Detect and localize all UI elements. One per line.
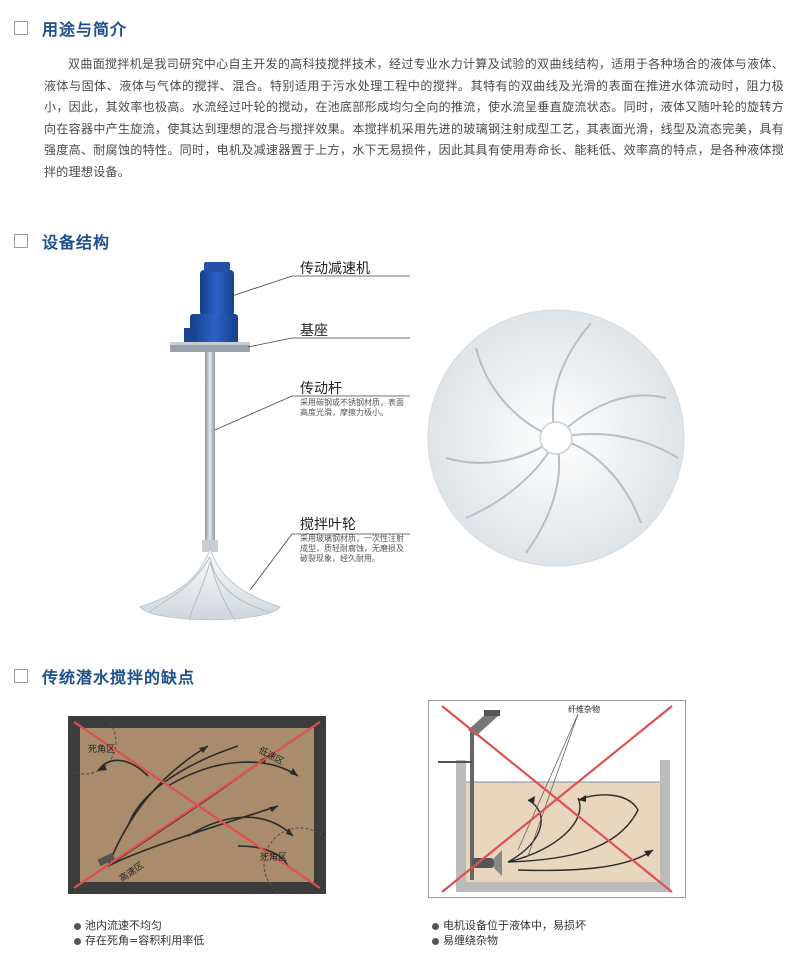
- impeller-top-view: [427, 309, 685, 567]
- label-impeller: 搅拌叶轮: [300, 517, 356, 533]
- tank-side-view-diagram: 纤维杂物: [428, 700, 686, 898]
- label-dead-zone-2: 死角区: [260, 851, 287, 863]
- list-item: 池内流速不均匀: [74, 918, 204, 933]
- note-impeller: 采用玻璃钢材质，一次性注射成型，质轻耐腐蚀，无磨损及破裂现象，经久耐用。: [300, 534, 404, 563]
- base-plate: [170, 344, 250, 352]
- bullet-icon: [74, 922, 81, 930]
- section-title: 设备结构: [42, 233, 111, 252]
- checkbox-icon: [14, 234, 28, 248]
- drawbacks-left-list: 池内流速不均匀 存在死角=容积利用率低: [74, 918, 204, 948]
- section-header-structure: 设备结构: [14, 229, 110, 253]
- label-fiber-debris: 纤维杂物: [568, 704, 600, 714]
- drawbacks-right-list: 电机设备位于液体中，易损坏 易缠绕杂物: [432, 918, 586, 948]
- list-item: 易缠绕杂物: [432, 933, 586, 948]
- checkbox-icon: [14, 21, 28, 35]
- tank-top-view-diagram: 死角区 低速区 高速区 死角区: [68, 716, 326, 894]
- section-header-intro: 用途与简介: [14, 16, 127, 40]
- bullet-icon: [74, 937, 81, 945]
- bullet-icon: [432, 922, 439, 930]
- label-gear-motor: 传动减速机: [300, 261, 370, 277]
- section-title: 用途与简介: [42, 20, 128, 39]
- section-header-drawbacks: 传统潜水搅拌的缺点: [14, 664, 195, 688]
- section-title: 传统潜水搅拌的缺点: [42, 668, 196, 687]
- gear-motor: [200, 270, 234, 316]
- list-item: 电机设备位于液体中，易损坏: [432, 918, 586, 933]
- bullet-icon: [432, 937, 439, 945]
- label-dead-zone-1: 死角区: [88, 743, 115, 755]
- label-base: 基座: [300, 323, 328, 339]
- checkbox-icon: [14, 669, 28, 683]
- drive-shaft: [205, 352, 215, 542]
- list-item: 存在死角=容积利用率低: [74, 933, 204, 948]
- mixer-illustration: [139, 262, 410, 621]
- label-shaft: 传动杆: [300, 381, 342, 397]
- impeller: [139, 546, 281, 621]
- intro-paragraph: 双曲面搅拌机是我司研究中心自主开发的高科技搅拌技术，经过专业水力计算及试验的双曲…: [44, 57, 784, 179]
- note-shaft: 采用碳钢或不锈钢材质，表面高度光滑，摩擦力极小。: [300, 398, 404, 417]
